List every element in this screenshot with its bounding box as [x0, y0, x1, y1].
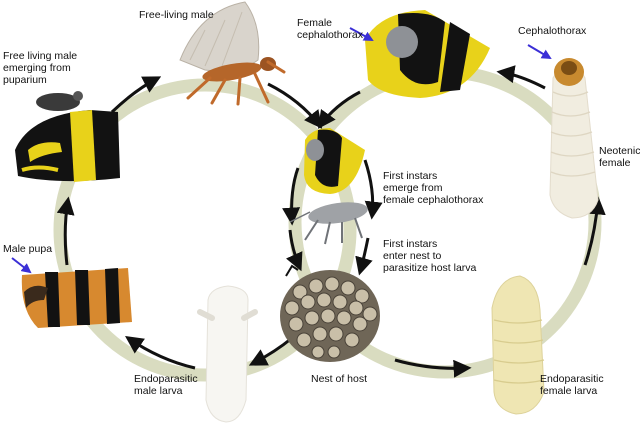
label-first-instars-enter: First instars enter nest to parasitize h… — [383, 238, 477, 274]
flow-arrow-icon — [363, 159, 383, 220]
flow-arrow-icon — [583, 196, 606, 266]
flow-arrow-icon — [285, 229, 303, 272]
label-first-instars-emerge: First instars emerge from female cephalo… — [383, 170, 484, 206]
neotenic-female-illustration — [549, 58, 599, 219]
emerging-male-illustration — [15, 91, 120, 182]
female-cephalothorax-illustration — [365, 10, 490, 98]
label-free-living-male: Free-living male — [139, 9, 214, 21]
label-male-pupa: Male pupa — [3, 243, 53, 255]
male-pupa-illustration — [21, 268, 132, 328]
host-nest-illustration — [280, 264, 380, 362]
flow-arrow-icon — [355, 237, 373, 276]
free-living-male-illustration — [179, 1, 286, 106]
label-nest-of-host: Nest of host — [311, 373, 368, 385]
flow-arrow-icon — [56, 196, 75, 266]
flow-arrow-icon — [317, 90, 361, 129]
endoparasitic-female-larva-illustration — [491, 275, 545, 415]
small-cephalothorax-illustration — [304, 128, 365, 194]
flow-arrow-icon — [267, 82, 323, 129]
flow-arrow-icon — [394, 358, 472, 378]
label-endoparasitic-male: Endoparasitic male larva — [134, 373, 198, 397]
label-cephalothorax: Cephalothorax — [518, 25, 587, 37]
flow-arrow-icon — [110, 76, 162, 114]
label-female-cephalothorax: Female cephalothorax — [297, 17, 363, 41]
endoparasitic-male-larva-illustration — [197, 285, 258, 423]
blue-arrow-pointer-icon — [527, 44, 552, 60]
label-emerging-male: Free living male emerging from puparium — [3, 50, 78, 86]
blue-arrow-pointer-icon — [349, 27, 374, 41]
flow-arrow-icon — [282, 167, 301, 226]
label-neotenic-female: Neotenic female — [599, 145, 640, 169]
label-endoparasitic-female: Endoparasitic female larva — [540, 373, 604, 397]
male-cycle-ring — [53, 78, 357, 382]
flow-arrow-icon — [496, 65, 546, 90]
blue-arrow-pointer-icon — [11, 257, 32, 274]
first-instar-larva-illustration — [289, 202, 368, 245]
flow-arrow-icon — [125, 335, 196, 370]
